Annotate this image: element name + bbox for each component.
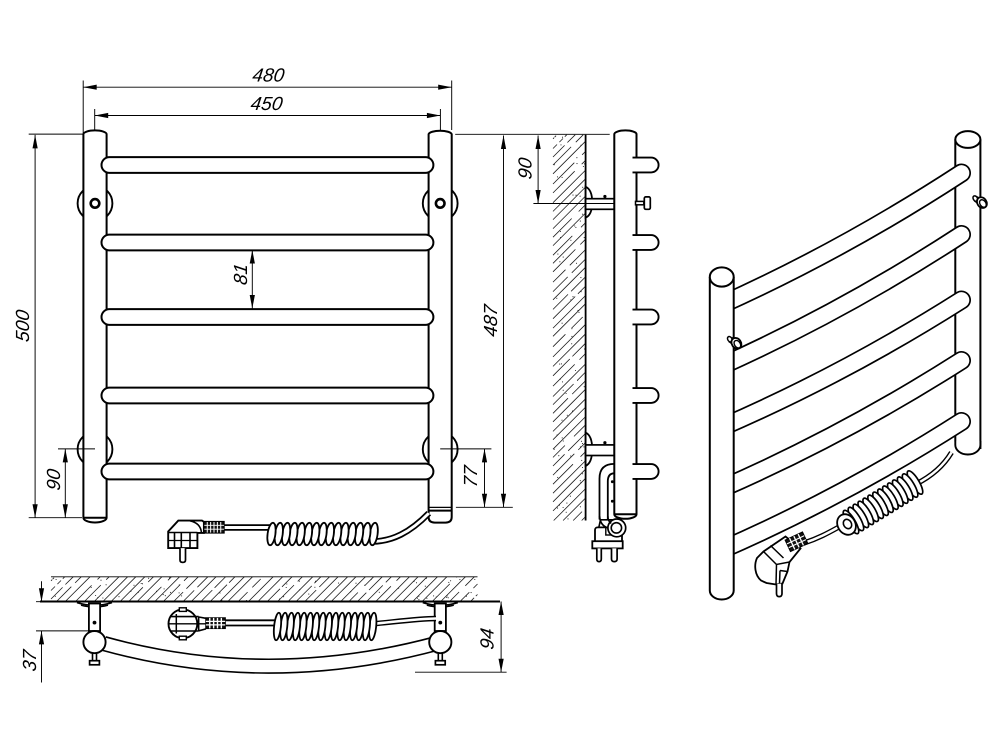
- svg-text:480: 480: [251, 66, 286, 87]
- svg-text:500: 500: [13, 308, 34, 343]
- svg-text:37: 37: [20, 647, 41, 672]
- svg-text:77: 77: [461, 463, 482, 488]
- svg-text:90: 90: [516, 156, 537, 180]
- svg-text:90: 90: [44, 467, 65, 491]
- svg-text:81: 81: [231, 262, 252, 286]
- svg-text:94: 94: [477, 627, 498, 651]
- svg-text:450: 450: [249, 94, 284, 115]
- svg-text:487: 487: [481, 302, 502, 338]
